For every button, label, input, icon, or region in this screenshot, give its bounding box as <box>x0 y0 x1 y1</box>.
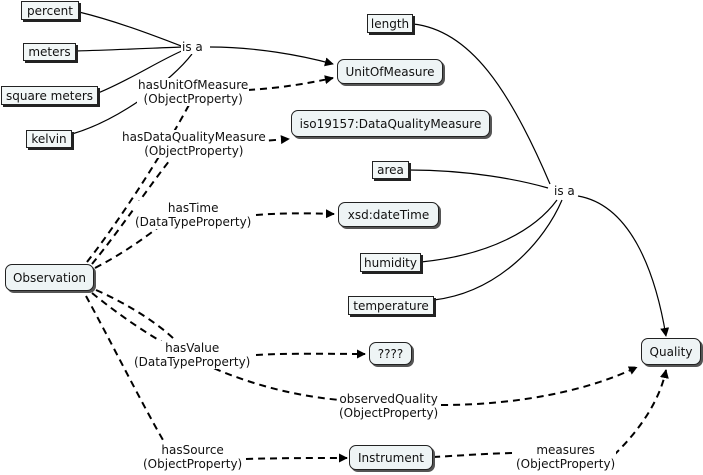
node-unit-of-measure: UnitOfMeasure <box>337 59 443 84</box>
link-is-a-units: is a <box>181 40 204 54</box>
edge-measures-target <box>613 369 669 456</box>
node-observation: Observation <box>5 264 94 291</box>
edge-is-a-quality <box>577 195 670 337</box>
link-has-unit-of-measure: hasUnitOfMeasure (ObjectProperty) <box>137 78 250 106</box>
edge-temperature-is-a <box>433 199 563 301</box>
node-instrument: Instrument <box>349 445 433 470</box>
link-has-value-name: hasValue <box>165 341 220 355</box>
node-percent: percent <box>21 1 79 20</box>
link-observed-quality-type: (ObjectProperty) <box>339 406 439 420</box>
link-measures-name: measures <box>536 443 595 457</box>
link-has-data-quality-measure: hasDataQualityMeasure (ObjectProperty) <box>121 130 267 158</box>
solid-edges <box>71 11 670 337</box>
node-date-time: xsd:dateTime <box>338 202 439 227</box>
edge-length-is-a <box>412 23 551 185</box>
node-kelvin: kelvin <box>26 130 72 148</box>
link-has-unit-of-measure-name: hasUnitOfMeasure <box>138 78 249 92</box>
edge-has-source-target <box>245 453 348 463</box>
link-has-time-type: (DataTypeProperty) <box>135 215 252 229</box>
link-has-data-quality-measure-name: hasDataQualityMeasure <box>122 130 266 144</box>
edge-instrument-measures <box>432 452 520 458</box>
node-data-quality-measure: iso19157:DataQualityMeasure <box>291 110 490 137</box>
link-is-a-qualities: is a <box>553 184 576 198</box>
link-has-source-type: (ObjectProperty) <box>143 457 243 471</box>
link-has-value-type: (DataTypeProperty) <box>134 355 251 369</box>
node-temperature: temperature <box>348 296 434 315</box>
node-unknown-value: ???? <box>369 342 412 365</box>
node-meters: meters <box>23 43 76 61</box>
edge-area-is-a <box>408 169 549 189</box>
link-has-time-name: hasTime <box>167 201 219 215</box>
node-humidity: humidity <box>360 253 421 272</box>
edge-percent-is-a <box>78 11 185 48</box>
link-has-source: hasSource (ObjectProperty) <box>142 443 244 471</box>
edge-observation-has-source <box>85 295 164 441</box>
link-has-data-quality-measure-type: (ObjectProperty) <box>144 144 244 158</box>
link-measures-type: (ObjectProperty) <box>516 457 616 471</box>
link-observed-quality: observedQuality (ObjectProperty) <box>338 392 440 420</box>
node-quality: Quality <box>641 338 701 365</box>
node-area: area <box>372 161 409 179</box>
edge-humidity-is-a <box>420 199 558 263</box>
edge-observation-has-value <box>95 289 176 341</box>
node-length: length <box>367 14 413 33</box>
edge-observed-quality-target <box>440 366 638 406</box>
edge-observation-has-time <box>94 225 161 269</box>
link-has-source-name: hasSource <box>161 443 224 457</box>
edge-has-time-target <box>255 209 335 219</box>
edge-square-meters-is-a <box>97 49 185 94</box>
link-has-unit-of-measure-type: (ObjectProperty) <box>143 92 243 106</box>
node-square-meters: square meters <box>1 86 98 105</box>
edge-has-unit-of-measure-target <box>247 75 334 91</box>
link-has-value: hasValue (DataTypeProperty) <box>133 341 252 369</box>
link-has-time: hasTime (DataTypeProperty) <box>134 201 253 229</box>
link-measures: measures (ObjectProperty) <box>515 443 617 471</box>
edge-observation-has-data-quality-measure <box>91 159 171 265</box>
edge-is-a-unit-of-measure <box>209 46 334 67</box>
edge-has-value-target <box>255 349 366 359</box>
link-observed-quality-name: observedQuality <box>339 392 438 406</box>
edge-observation-has-unit-of-measure <box>86 102 191 263</box>
edge-meters-is-a <box>75 46 183 52</box>
